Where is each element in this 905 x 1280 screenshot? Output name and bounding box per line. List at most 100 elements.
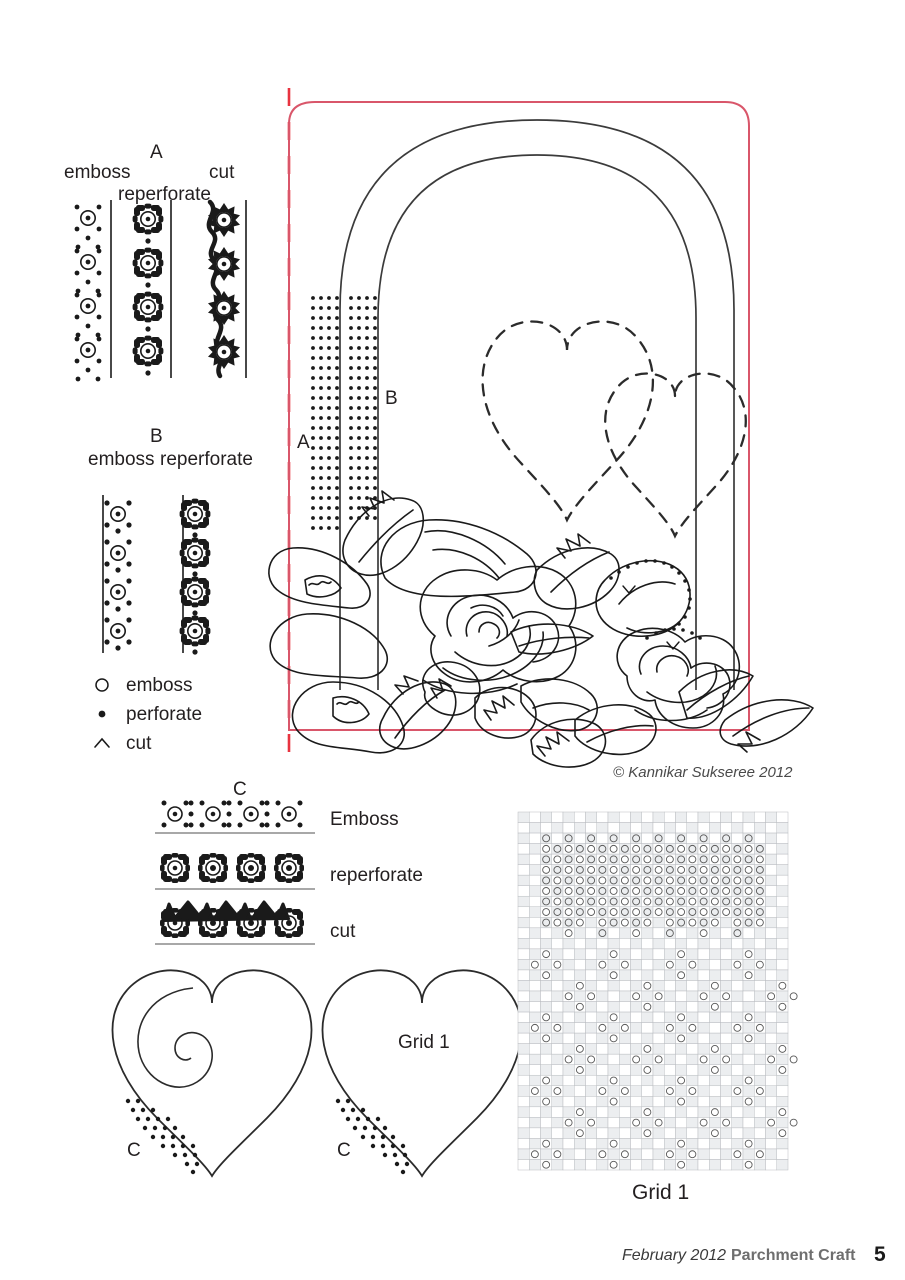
grid-cell <box>765 1159 777 1171</box>
grid-emboss-mark <box>744 1097 753 1106</box>
dashed-heart-small <box>604 372 747 539</box>
grid-cell <box>607 1148 620 1160</box>
grid-emboss-mark <box>553 897 562 906</box>
grid-cell <box>607 1085 620 1097</box>
grid-cell <box>540 1085 552 1097</box>
grid-emboss-mark <box>654 887 663 895</box>
grid-cell <box>697 1074 710 1087</box>
grid-cell <box>731 1138 744 1150</box>
grid-emboss-mark <box>722 855 731 864</box>
grid-cell <box>551 990 564 1002</box>
grid-cell <box>664 1032 676 1044</box>
grid-cell <box>641 1138 654 1150</box>
grid-cell <box>686 1138 699 1150</box>
grid-emboss-mark <box>564 844 573 853</box>
grid-emboss-mark <box>677 865 686 874</box>
grid-emboss-mark <box>553 908 562 916</box>
grid-emboss-mark <box>688 1150 697 1159</box>
grid-cell <box>585 1043 597 1055</box>
grid-emboss-mark <box>620 897 629 906</box>
grid-cell <box>529 938 541 950</box>
grid-cell <box>529 1001 541 1013</box>
grid-cell <box>664 1096 676 1108</box>
grid-cell <box>574 927 586 939</box>
grid-cell <box>765 885 777 897</box>
grid-emboss-mark <box>575 897 584 906</box>
grid-emboss-mark <box>699 1118 708 1127</box>
section-a-title: A <box>150 142 163 163</box>
grid-cell <box>709 927 721 939</box>
grid-cell <box>619 1064 631 1076</box>
grid-emboss-mark <box>710 1129 719 1138</box>
grid-cell <box>574 1096 586 1108</box>
grid-emboss-mark <box>733 887 742 895</box>
grid-cell <box>697 822 710 834</box>
grid-cell <box>652 948 665 960</box>
grid-cell <box>540 1043 552 1055</box>
grid-cell <box>664 1064 676 1076</box>
grid-cell <box>776 1053 789 1065</box>
grid-cell <box>551 822 564 834</box>
legend-icons <box>94 678 110 748</box>
grid-emboss-mark <box>643 908 652 916</box>
grid-cell <box>562 1064 575 1076</box>
grid-cell <box>607 938 620 950</box>
grid-cell <box>562 1011 575 1023</box>
grid-cell <box>585 1138 597 1150</box>
grid-cell <box>562 938 575 950</box>
grid-emboss-mark <box>564 908 573 916</box>
grid-cell <box>754 1138 766 1150</box>
grid-cell <box>675 1106 687 1118</box>
grid-cell <box>776 1085 789 1097</box>
grid-cell <box>686 927 699 939</box>
grid-cell <box>731 1127 744 1139</box>
grid-emboss-mark <box>587 1118 596 1127</box>
grid-cell <box>675 1001 687 1013</box>
grid-cell <box>754 1053 766 1065</box>
grid-cell <box>709 811 721 823</box>
grid-cell <box>731 1053 744 1065</box>
grid-cell <box>731 832 744 844</box>
grid-emboss-mark <box>778 1002 787 1011</box>
grid-cell <box>574 969 586 981</box>
grid-cell <box>585 822 597 834</box>
grid-cell <box>641 832 654 844</box>
grid-cell <box>517 1074 530 1087</box>
grid-emboss-mark <box>677 855 686 864</box>
grid-cell <box>765 906 777 918</box>
grid-emboss-mark <box>542 844 551 853</box>
grid-cell <box>731 1106 744 1118</box>
grid-cell <box>517 917 530 929</box>
filled-dot-icon <box>98 710 106 718</box>
section-b-reperforate-label: reperforate <box>160 449 253 470</box>
grid-emboss-mark <box>620 918 629 927</box>
grid-emboss-mark <box>755 844 764 853</box>
grid-cell <box>529 927 541 939</box>
grid-emboss-mark <box>609 844 618 853</box>
grid-cell <box>529 948 541 960</box>
grid-cell <box>697 1106 710 1118</box>
grid-emboss-mark <box>733 908 742 916</box>
grid-cell <box>517 853 530 865</box>
section-b-strips <box>102 495 212 656</box>
grid-cell <box>529 864 541 876</box>
grid-emboss-mark <box>710 865 719 874</box>
grid-cell <box>517 980 530 992</box>
grid-cell <box>709 959 721 971</box>
grid-emboss-mark <box>677 1139 686 1148</box>
grid-emboss-mark <box>710 908 719 916</box>
grid-emboss-mark <box>654 865 663 874</box>
grid-emboss-mark <box>632 1055 641 1064</box>
grid-cell <box>517 959 530 971</box>
grid-cell <box>675 959 687 971</box>
grid-emboss-mark <box>575 887 584 895</box>
grid-cell <box>574 959 586 971</box>
grid-cell <box>731 1001 744 1013</box>
grid-cell <box>562 959 575 971</box>
grid-cell <box>551 1032 564 1044</box>
grid-emboss-mark <box>598 865 607 874</box>
grid-cell <box>697 938 710 950</box>
grid-emboss-mark <box>598 918 607 927</box>
grid-cell <box>720 1064 732 1076</box>
grid-cell <box>562 1074 575 1087</box>
